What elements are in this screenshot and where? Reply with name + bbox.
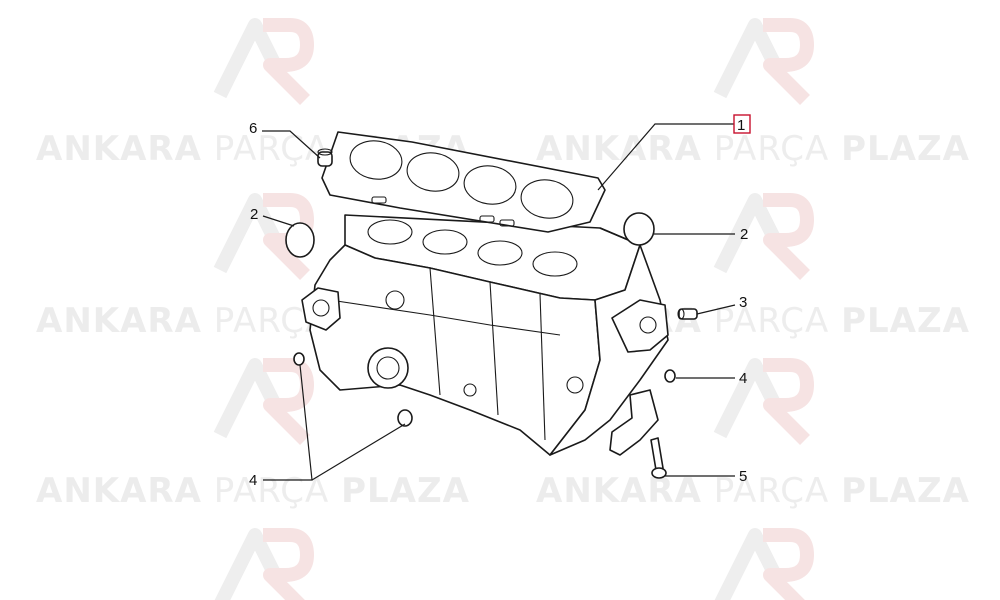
leader-6	[262, 130, 321, 159]
cap-bolt	[650, 437, 667, 479]
watermark-logo	[713, 358, 814, 445]
small-plug-left-top	[293, 352, 305, 366]
engine-block	[301, 214, 669, 456]
watermark-text: ANKARA PARÇA PLAZA	[536, 129, 970, 169]
core-plug-right	[623, 212, 655, 246]
core-plug-left	[285, 222, 315, 258]
leader-4-left	[263, 364, 406, 481]
bearing-cap	[609, 389, 659, 456]
callout-1[interactable]: 1	[737, 117, 745, 134]
dowel-pin	[677, 308, 698, 320]
small-plug-right	[664, 369, 676, 383]
callout-1-highlight	[733, 114, 751, 134]
callout-2-left[interactable]: 2	[250, 206, 258, 223]
watermark-text: ANKARA PARÇA PLAZA	[36, 471, 470, 511]
leader-1	[597, 123, 734, 191]
leader-2-left	[262, 215, 295, 227]
callout-2-right[interactable]: 2	[740, 226, 748, 243]
small-plug-left-bottom	[397, 409, 413, 427]
callout-5[interactable]: 5	[739, 468, 747, 485]
leader-3	[696, 304, 736, 315]
watermark-logo	[213, 358, 314, 445]
callout-6[interactable]: 6	[249, 120, 257, 137]
watermark-logo	[713, 193, 814, 280]
callout-3[interactable]: 3	[739, 294, 747, 311]
callout-4-right[interactable]: 4	[739, 370, 747, 387]
watermark-logo	[213, 18, 314, 105]
callout-4-left[interactable]: 4	[249, 472, 257, 489]
callouts: 1 6 2 2 3 4 4 5	[249, 114, 751, 489]
small-parts	[285, 148, 698, 479]
head-gasket	[321, 131, 606, 233]
watermark-logo	[713, 18, 814, 105]
watermark-logos	[213, 18, 814, 600]
watermark-logo	[714, 528, 814, 600]
watermark-text: ANKARA PARÇA PLAZA	[536, 471, 970, 511]
dowel-sleeve	[317, 148, 333, 167]
watermark-logo	[214, 528, 314, 600]
leader-lines	[262, 123, 736, 481]
